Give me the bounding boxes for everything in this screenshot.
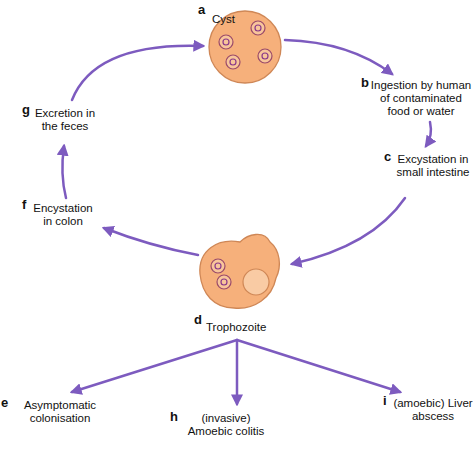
stage-description: (invasive) Amoebic colitis <box>180 412 272 438</box>
stage-description: Asymptomatic colonisation <box>10 399 110 425</box>
trophozoite-outline <box>200 234 280 308</box>
nucleus-core <box>215 263 221 269</box>
nucleus-ring <box>251 21 265 35</box>
stage-letter: h <box>170 410 178 423</box>
stage-letter: a <box>198 3 205 16</box>
stage-name: Cyst <box>212 13 235 26</box>
stage-letter: c <box>384 150 391 163</box>
stage-letter: i <box>383 394 387 407</box>
nucleus-ring <box>226 55 240 69</box>
stage-description: Encystation in colon <box>30 202 96 228</box>
nucleus-ring <box>258 49 272 63</box>
stage-letter: g <box>22 103 30 116</box>
nucleus-core <box>262 53 268 59</box>
cycle-arrow <box>292 198 405 264</box>
stage-letter: d <box>194 313 202 326</box>
nucleus-ring <box>217 275 231 289</box>
cycle-arrow <box>72 46 203 100</box>
outcome-arrow <box>236 340 239 404</box>
stage-description: Excretion in the feces <box>30 107 100 133</box>
outcome-arrow <box>237 340 400 392</box>
outcome-arrow <box>72 340 237 392</box>
stage-description: (amoebic) Liver abscess <box>392 397 474 423</box>
stage-description: Ingestion by human of contaminated food … <box>370 79 472 118</box>
stage-letter: e <box>1 396 8 409</box>
stage-letter: b <box>361 76 369 89</box>
trophozoite-node: dTrophozoite <box>188 228 292 340</box>
cycle-arrow <box>62 146 66 198</box>
cyst-outline <box>209 11 281 83</box>
food-vacuole <box>243 269 269 295</box>
stage-letter: f <box>22 198 26 211</box>
stage-description: Excystation in small intestine <box>393 153 473 179</box>
nucleus-core <box>230 59 236 65</box>
cycle-arrow <box>104 228 198 255</box>
cyst-node: aCyst <box>196 2 288 92</box>
nucleus-ring <box>219 35 233 49</box>
stage-name: Trophozoite <box>206 321 266 334</box>
nucleus-ring <box>211 259 225 273</box>
nucleus-core <box>255 25 261 31</box>
nucleus-core <box>221 279 227 285</box>
cycle-arrow <box>285 40 392 74</box>
nucleus-core <box>223 39 229 45</box>
node-outline <box>196 2 288 92</box>
cycle-arrow <box>426 122 431 146</box>
